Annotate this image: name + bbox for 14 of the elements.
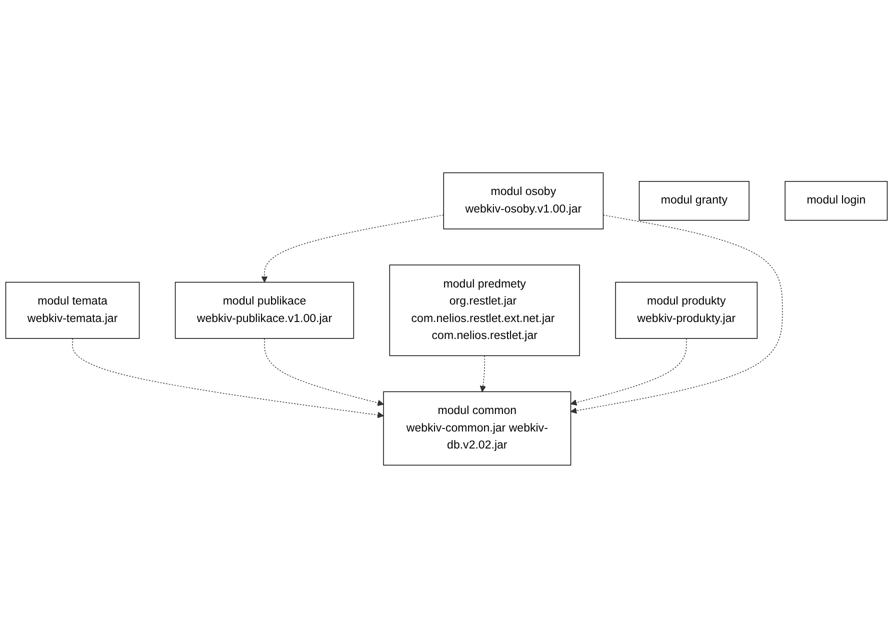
node-box: modul login: [784, 181, 888, 221]
node-box: modul temata webkiv-temata.jar: [5, 282, 140, 339]
node-box: modul granty: [638, 181, 750, 221]
node-box: modul predmety org.restlet.jar com.nelios.restlet.ext.net.jar com.nelios.restlet.jar: [389, 264, 580, 356]
arrow: [261, 214, 444, 283]
node-box: modul publikace webkiv-publikace.v1.00.jar: [174, 282, 354, 339]
node-box: modul osoby webkiv-osoby.v1.00.jar: [443, 172, 604, 230]
arrow: [264, 338, 384, 406]
arrow: [570, 338, 687, 406]
arrow: [570, 214, 783, 414]
arrow: [72, 338, 384, 418]
node-box: modul common webkiv-common.jar webkiv-db.v2.02.jar: [383, 391, 572, 466]
node-box: modul produkty webkiv-produkty.jar: [615, 282, 758, 339]
arrow: [480, 355, 486, 392]
